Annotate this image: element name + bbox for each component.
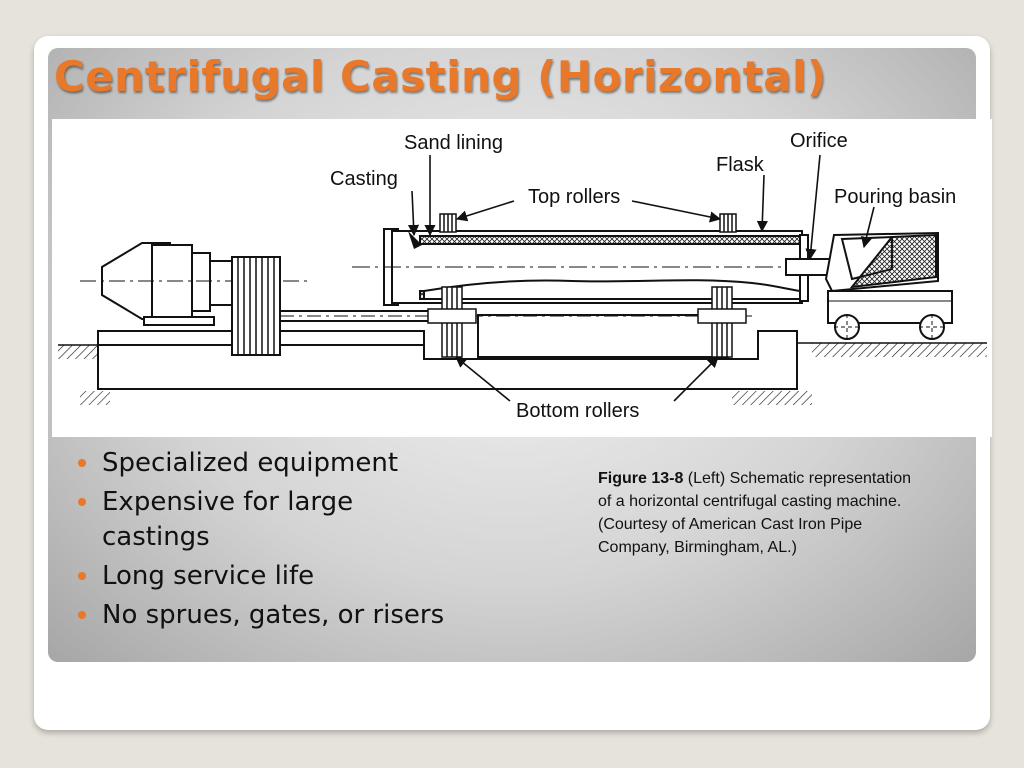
caption-text: (Left) Schematic representation of a hor…: [598, 470, 912, 556]
label-casting: Casting: [330, 168, 398, 190]
bullet-dot-icon: [78, 611, 86, 619]
label-top-rollers: Top rollers: [528, 186, 620, 208]
molten-casting: [423, 279, 801, 300]
label-bottom-rollers: Bottom rollers: [516, 400, 639, 422]
centrifugal-casting-diagram: Sand lining Orifice Casting Flask Top ro…: [52, 119, 992, 437]
bullet-text: Expensive for large castings: [102, 487, 354, 552]
bullet-item: Long service life: [78, 559, 558, 594]
drive-motor: [80, 242, 310, 326]
bullet-dot-icon: [78, 498, 86, 506]
bullet-item: No sprues, gates, or risers: [78, 598, 558, 633]
label-flask: Flask: [716, 154, 765, 176]
top-rollers: [439, 213, 737, 233]
label-pouring-basin: Pouring basin: [834, 186, 956, 208]
slide-title: Centrifugal Casting (Horizontal): [54, 52, 827, 101]
bullet-item: Specialized equipment: [78, 446, 558, 481]
bullet-dot-icon: [78, 572, 86, 580]
bullet-text: No sprues, gates, or risers: [102, 600, 445, 630]
drive-shaft: [280, 310, 752, 322]
bullet-list: Specialized equipment Expensive for larg…: [78, 446, 558, 637]
label-arrows: [407, 154, 875, 402]
bullet-item: Expensive for large castings: [78, 485, 402, 555]
bullet-text: Specialized equipment: [102, 448, 399, 478]
bullet-dot-icon: [78, 459, 86, 467]
ground-left: [58, 344, 110, 405]
ground-right: [732, 342, 987, 405]
coupling-flywheel: [231, 256, 281, 356]
bottom-rollers: [427, 286, 747, 358]
label-sand-lining: Sand lining: [404, 132, 503, 154]
pouring-basin: [824, 231, 953, 340]
caption-figure-number: Figure 13-8: [598, 470, 684, 487]
label-orifice: Orifice: [790, 130, 848, 152]
figure-caption: Figure 13-8 (Left) Schematic representat…: [598, 467, 928, 559]
bullet-text: Long service life: [102, 561, 315, 591]
